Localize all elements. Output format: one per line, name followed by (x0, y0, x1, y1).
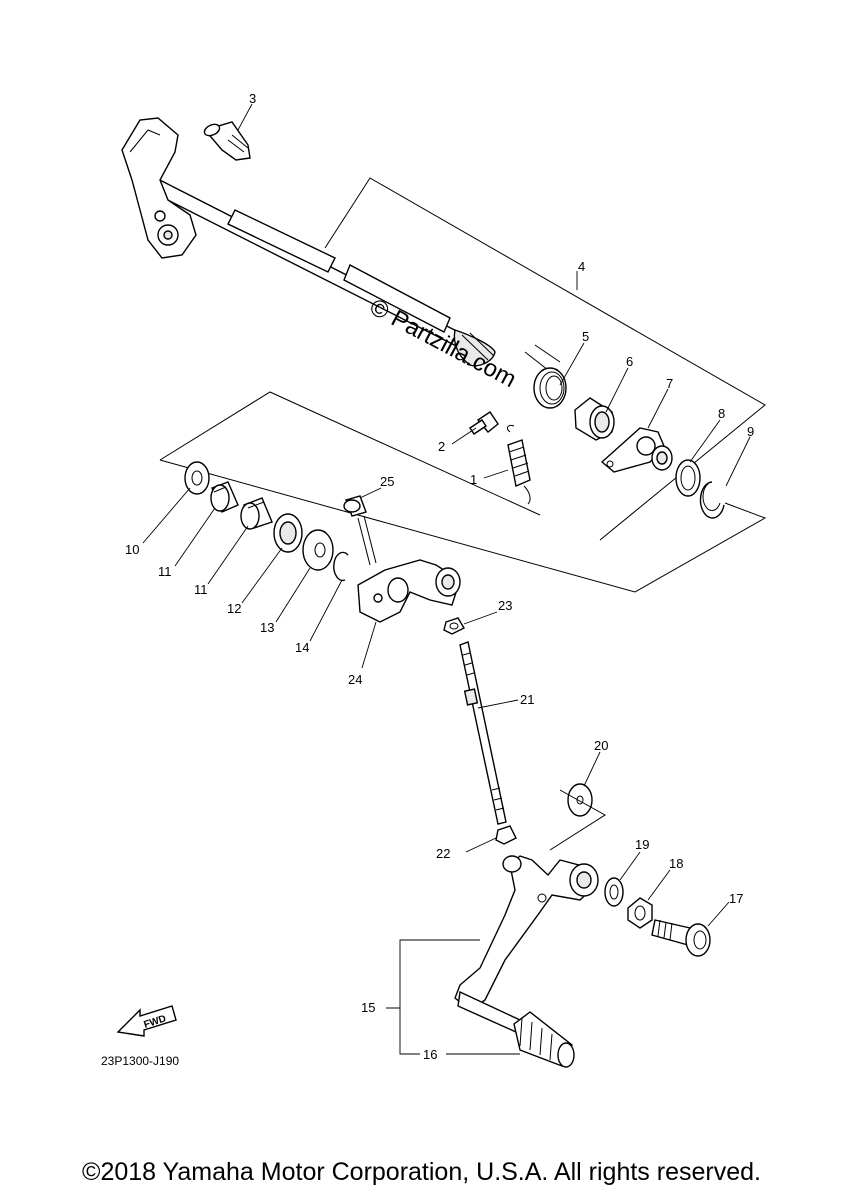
callout-18: 18 (669, 856, 683, 871)
nut-23 (443, 617, 465, 635)
shift-shaft (143, 174, 496, 367)
nut-22 (495, 825, 517, 845)
washer-20 (567, 783, 593, 817)
callout-10: 10 (125, 542, 139, 557)
callout-labels: 3 4 5 6 7 8 9 2 1 25 10 11 11 12 13 14 2… (125, 91, 754, 1062)
nut-18 (627, 897, 653, 929)
pivot-bolt-17 (651, 919, 711, 957)
callout-8: 8 (718, 406, 725, 421)
shift-arm-24 (357, 559, 461, 623)
bearing-11b (240, 497, 273, 530)
leader-lines (142, 103, 751, 1055)
partzilla-watermark: © Partzilla.com (365, 293, 520, 393)
washer-10 (184, 461, 210, 495)
callout-19: 19 (635, 837, 649, 852)
plate-7 (600, 427, 673, 473)
bolt-2 (469, 411, 499, 435)
callout-12: 12 (227, 601, 241, 616)
circlip-14 (333, 551, 349, 582)
bolt-25 (343, 495, 377, 566)
copyright-notice: ©2018 Yamaha Motor Corporation, U.S.A. A… (82, 1158, 761, 1186)
callout-5: 5 (582, 329, 589, 344)
oil-seal-12 (273, 513, 303, 553)
stud-bolt-3 (203, 121, 251, 161)
shift-arm (121, 117, 197, 259)
callout-1: 1 (470, 472, 477, 487)
callout-9: 9 (747, 424, 754, 439)
bearing-11a (210, 481, 239, 513)
bracket-frame-lower (159, 391, 541, 516)
shift-pedal-15 (454, 855, 599, 1033)
washer-8 (675, 459, 701, 497)
torsion-spring-5 (524, 344, 567, 409)
callout-16: 16 (423, 1047, 437, 1062)
callout-24: 24 (348, 672, 362, 687)
callout-21: 21 (520, 692, 534, 707)
shift-rod-21 (459, 641, 507, 825)
collar-6 (574, 397, 615, 441)
callout-4: 4 (578, 259, 585, 274)
callout-17: 17 (729, 891, 743, 906)
tension-spring-1 (506, 425, 531, 505)
pedal-rubber-16 (513, 1011, 575, 1068)
callout-11a: 11 (158, 564, 172, 579)
callout-23: 23 (498, 598, 512, 613)
bracket-frame-pedal (549, 789, 606, 851)
callout-11b: 11 (194, 582, 208, 597)
washer-19 (604, 877, 624, 907)
callout-15: 15 (361, 1000, 375, 1015)
callout-22: 22 (436, 846, 450, 861)
washer-13 (302, 529, 334, 571)
bracket-frame-lower-b (159, 459, 767, 593)
callout-2: 2 (438, 439, 445, 454)
callout-14: 14 (295, 640, 309, 655)
circlip-9 (699, 481, 725, 519)
callout-7: 7 (666, 376, 673, 391)
callout-3: 3 (249, 91, 256, 106)
callout-6: 6 (626, 354, 633, 369)
callout-13: 13 (260, 620, 274, 635)
callout-20: 20 (594, 738, 608, 753)
callout-25: 25 (380, 474, 394, 489)
fwd-arrow-icon: FWD (116, 1005, 177, 1037)
diagram-code: 23P1300-J190 (101, 1054, 179, 1068)
